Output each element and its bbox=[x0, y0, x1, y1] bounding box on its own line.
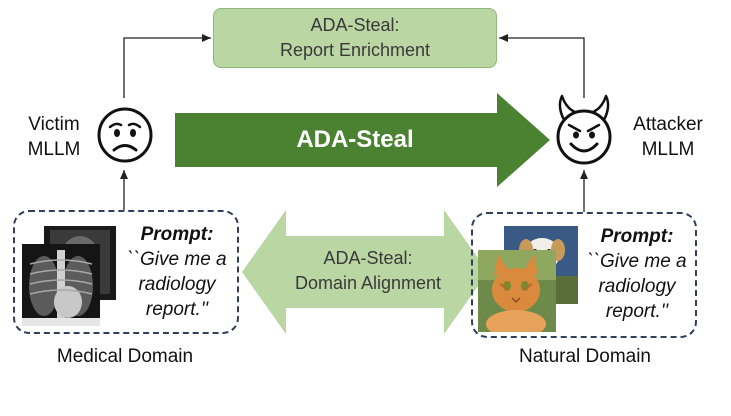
natural-prompt-title: Prompt: bbox=[600, 226, 674, 247]
report-enrichment-line2: Report Enrichment bbox=[279, 40, 431, 60]
attacker-label: Attacker MLLM bbox=[616, 112, 720, 162]
ada-steal-main-arrow bbox=[175, 93, 550, 187]
medical-prompt-line3: report.'' bbox=[145, 299, 209, 320]
natural-prompt-line2: radiology bbox=[598, 276, 676, 297]
sad-face-icon bbox=[97, 107, 153, 163]
medical-prompt: Prompt: ``Give me a radiology report.'' bbox=[120, 222, 234, 322]
devil-smile-icon bbox=[556, 94, 612, 165]
victim-label-line2: MLLM bbox=[27, 139, 81, 160]
natural-prompt: Prompt: ``Give me a radiology report.'' bbox=[580, 224, 694, 324]
medical-domain-panel bbox=[13, 210, 239, 334]
attacker-label-line2: MLLM bbox=[641, 139, 695, 160]
domain-alignment-line2: Domain Alignment bbox=[294, 273, 442, 293]
animal-photos bbox=[478, 226, 578, 332]
cat-photo bbox=[478, 250, 556, 332]
medical-prompt-line1: ``Give me a bbox=[127, 249, 227, 270]
chest-xray-image bbox=[22, 226, 116, 326]
domain-alignment-label: ADA-Steal: Domain Alignment bbox=[270, 246, 466, 296]
medical-prompt-line2: radiology bbox=[138, 274, 216, 295]
attacker-to-report-connector bbox=[499, 34, 585, 98]
domain-alignment-arrow bbox=[242, 210, 488, 334]
attacker-label-line1: Attacker bbox=[633, 114, 703, 135]
natural-domain-caption: Natural Domain bbox=[519, 346, 651, 367]
report-enrichment-box: ADA-Steal: Report Enrichment bbox=[213, 8, 497, 68]
victim-label: Victim MLLM bbox=[14, 112, 94, 162]
victim-to-report-connector bbox=[123, 34, 211, 98]
medical-prompt-title: Prompt: bbox=[140, 224, 214, 245]
victim-label-line1: Victim bbox=[28, 114, 80, 135]
natural-domain-panel bbox=[471, 212, 697, 338]
ada-steal-arrow-label: ADA-Steal bbox=[296, 126, 414, 153]
medical-domain-caption: Medical Domain bbox=[56, 346, 194, 367]
natural-prompt-line3: report.'' bbox=[605, 301, 669, 322]
natural-prompt-line1: ``Give me a bbox=[587, 251, 687, 272]
report-enrichment-line1: ADA-Steal: bbox=[310, 15, 400, 35]
domain-alignment-line1: ADA-Steal: bbox=[323, 248, 413, 268]
